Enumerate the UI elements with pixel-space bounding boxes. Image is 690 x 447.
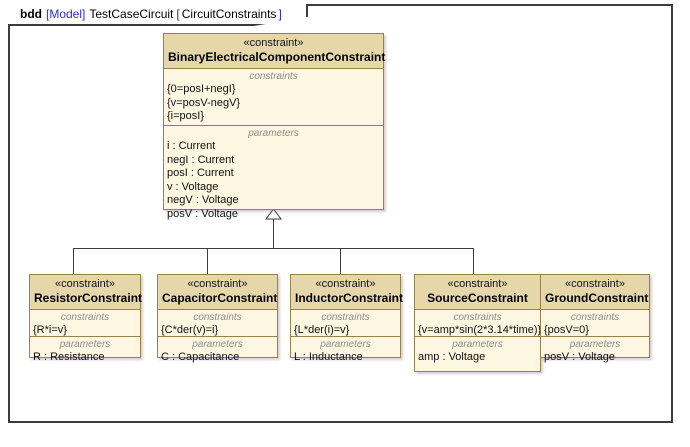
constraints-compartment-label: constraints bbox=[570, 312, 620, 323]
parameters-compartment-label: parameters bbox=[452, 339, 503, 350]
parameter-item: negV : Voltage bbox=[167, 194, 239, 206]
parameters-compartment: parameters L : Inductance bbox=[291, 337, 400, 363]
constraints-compartment-label: constraints bbox=[321, 312, 370, 323]
constraints-compartment: constraints {C*der(v)=i} bbox=[158, 310, 277, 337]
block-header: «constraint» GroundConstraint bbox=[541, 275, 649, 310]
parameter-item: i : Current bbox=[167, 140, 216, 152]
block-name: GroundConstraint bbox=[545, 291, 649, 305]
parameters-compartment-label: parameters bbox=[248, 128, 299, 139]
parameter-item: posV : Voltage bbox=[167, 207, 238, 220]
parameter-item: R : Resistance bbox=[33, 351, 105, 363]
block-name: ResistorConstraint bbox=[34, 291, 143, 305]
block-name: CapacitorConstraint bbox=[162, 291, 278, 305]
block-name: SourceConstraint bbox=[427, 291, 528, 305]
parameters-compartment-label: parameters bbox=[192, 339, 243, 350]
generalization-drop-inductor bbox=[340, 248, 341, 274]
generalization-drop-resistor bbox=[73, 248, 74, 274]
constraints-compartment-label: constraints bbox=[193, 312, 242, 323]
constraint-expression: {i=posI} bbox=[167, 110, 205, 122]
block-stereotype: «constraint» bbox=[55, 278, 115, 290]
parameter-item: negI : Current bbox=[167, 153, 235, 166]
generalization-stem bbox=[273, 218, 274, 249]
parameters-compartment: parameters posV : Voltage bbox=[541, 337, 649, 363]
constraint-expression: {L*der(i)=v} bbox=[294, 324, 350, 336]
generalization-arrowhead-icon bbox=[265, 209, 282, 220]
constraint-expression: {C*der(v)=i} bbox=[161, 324, 219, 336]
block-resistor-constraint[interactable]: «constraint» ResistorConstraint constrai… bbox=[29, 274, 143, 363]
block-header: «constraint» ResistorConstraint bbox=[30, 275, 143, 310]
parameter-item: amp : Voltage bbox=[418, 351, 486, 363]
block-stereotype: «constraint» bbox=[565, 278, 625, 290]
parameter-item: C : Capacitance bbox=[161, 351, 240, 363]
block-header: «constraint» CapacitorConstraint bbox=[158, 275, 277, 310]
constraints-compartment: constraints {v=amp*sin(2*3.14*time)} bbox=[415, 310, 542, 337]
parameters-compartment-label: parameters bbox=[320, 339, 371, 350]
bracket-open: [ bbox=[176, 7, 180, 21]
block-stereotype: «constraint» bbox=[447, 278, 508, 290]
generalization-drop-capacitor bbox=[207, 248, 208, 274]
block-stereotype: «constraint» bbox=[315, 278, 376, 290]
parameters-compartment: parameters R : Resistance bbox=[30, 337, 140, 363]
parameters-compartment: parameters i : Current negI : Current po… bbox=[164, 126, 383, 220]
block-name: InductorConstraint bbox=[295, 291, 403, 305]
constraint-expression: {v=amp*sin(2*3.14*time)} bbox=[418, 324, 542, 336]
block-name: BinaryElectricalComponentConstraint bbox=[168, 50, 386, 64]
block-binary-electrical-component-constraint[interactable]: «constraint» BinaryElectricalComponentCo… bbox=[163, 33, 386, 220]
block-header: «constraint» BinaryElectricalComponentCo… bbox=[164, 34, 386, 69]
bracket-close: ] bbox=[278, 7, 282, 21]
constraints-compartment-label: constraints bbox=[60, 312, 110, 323]
diagram-model-keyword: [Model] bbox=[46, 7, 86, 21]
block-ground-constraint[interactable]: «constraint» GroundConstraint constraint… bbox=[540, 274, 650, 363]
parameters-compartment: parameters amp : Voltage bbox=[415, 337, 540, 377]
parameters-compartment-label: parameters bbox=[569, 339, 621, 350]
block-capacitor-constraint[interactable]: «constraint» CapacitorConstraint constra… bbox=[157, 274, 278, 363]
constraints-compartment: constraints {R*i=v} bbox=[30, 310, 140, 337]
parameters-compartment: parameters C : Capacitance bbox=[158, 337, 277, 363]
parameter-item: v : Voltage bbox=[167, 180, 219, 193]
parameter-item: posI : Current bbox=[167, 167, 234, 179]
parameters-compartment-label: parameters bbox=[59, 339, 111, 350]
constraints-compartment: constraints {L*der(i)=v} bbox=[291, 310, 400, 337]
block-stereotype: «constraint» bbox=[187, 278, 248, 290]
generalization-drop-source bbox=[473, 248, 474, 274]
constraint-expression: {R*i=v} bbox=[33, 324, 67, 336]
block-source-constraint[interactable]: «constraint» SourceConstraint constraint… bbox=[414, 274, 541, 372]
block-inductor-constraint[interactable]: «constraint» InductorConstraint constrai… bbox=[290, 274, 403, 363]
diagram-name-label: TestCaseCircuit bbox=[89, 7, 174, 21]
block-stereotype: «constraint» bbox=[243, 37, 304, 49]
constraint-expression: {posV=0} bbox=[544, 324, 589, 336]
constraints-compartment: constraints {posV=0} bbox=[541, 310, 649, 337]
parameter-item: L : Inductance bbox=[294, 351, 363, 363]
constraints-compartment-label: constraints bbox=[249, 71, 298, 82]
block-header: «constraint» SourceConstraint bbox=[415, 275, 540, 310]
constraint-expression: {v=posV-negV} bbox=[167, 96, 241, 109]
diagram-kind-label: bdd bbox=[20, 7, 42, 21]
constraint-expression: {0=posI+negI} bbox=[167, 83, 236, 95]
generalization-bus bbox=[73, 248, 473, 249]
constraints-compartment-label: constraints bbox=[453, 312, 502, 323]
diagram-view-name: CircuitConstraints bbox=[181, 7, 277, 21]
diagram-frame-header-tab[interactable]: bdd [Model] TestCaseCircuit [ CircuitCon… bbox=[8, 4, 308, 26]
constraints-compartment: constraints {0=posI+negI} {v=posV-negV} … bbox=[164, 69, 383, 126]
block-header: «constraint» InductorConstraint bbox=[291, 275, 403, 310]
parameter-item: posV : Voltage bbox=[544, 351, 615, 363]
